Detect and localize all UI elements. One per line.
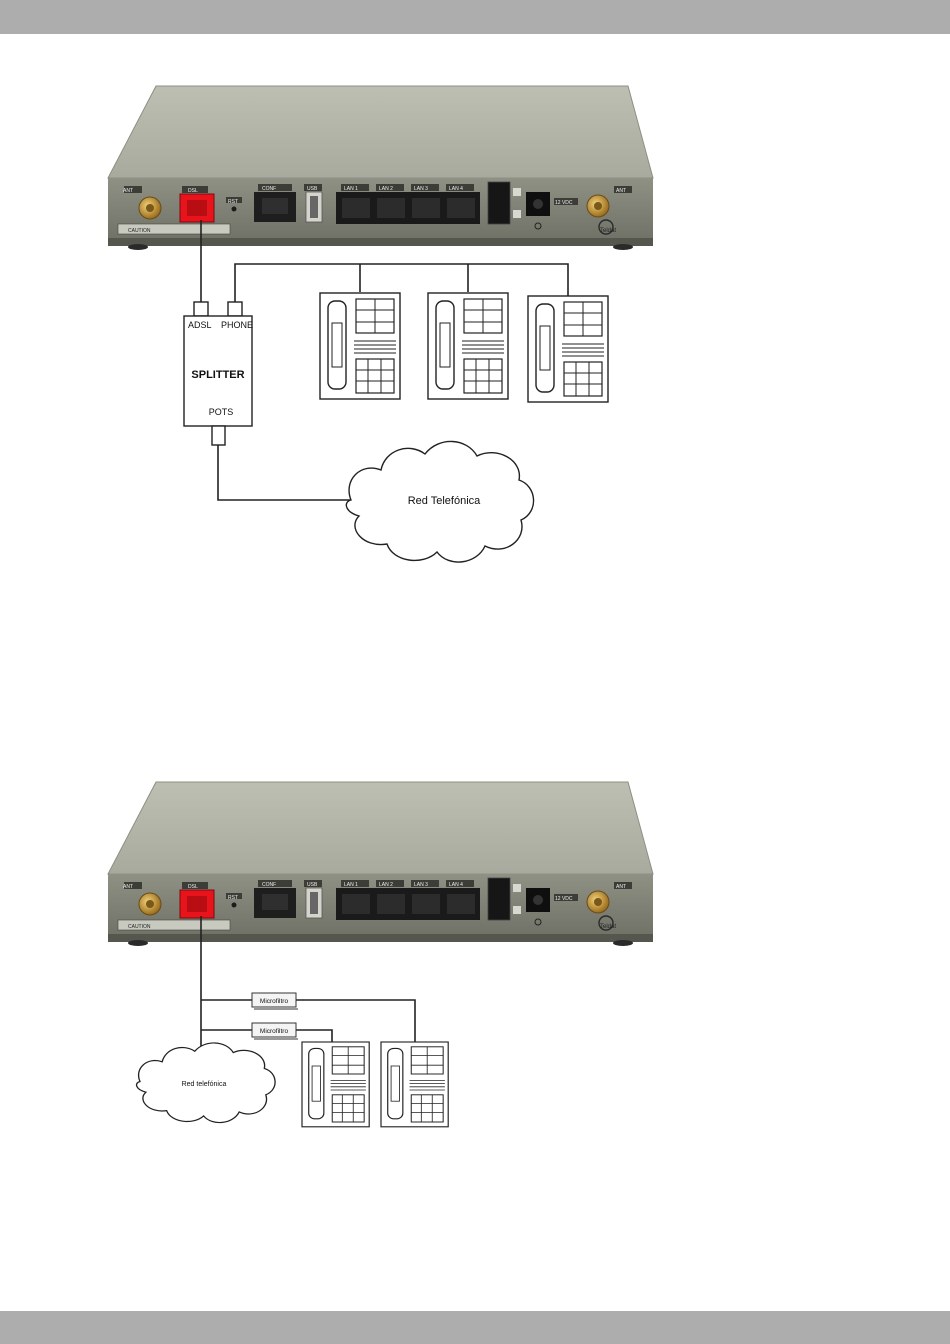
telephone-2 [428, 293, 508, 399]
telephone-4 [302, 1042, 369, 1127]
router-2-dsl-label: DSL [188, 884, 198, 890]
splitter-port-phone: PHONE [221, 320, 253, 330]
microfilter-2-label: Microfiltro [260, 1028, 289, 1035]
splitter-title: SPLITTER [191, 369, 244, 381]
router-2-ant-left-label: ANT [123, 884, 133, 890]
cloud-1-label: Red Telefónica [408, 495, 481, 507]
router-1-lan3-label: LAN 3 [414, 186, 428, 192]
router-2-conf-label: CONF [262, 882, 276, 888]
telephone-3 [528, 296, 608, 402]
router-2-rst-label: RST [228, 895, 238, 901]
router-2-brand: Teldat [600, 924, 616, 930]
telephone-1 [320, 293, 400, 399]
wire-pots-to-cloud [218, 445, 352, 500]
splitter-port-pots: POTS [209, 407, 234, 417]
router-2-lan4-label: LAN 4 [449, 882, 463, 888]
router-1-caution-label: CAUTION [128, 228, 151, 234]
router-1-ant-right-label: ANT [616, 188, 626, 194]
router-1-rst-label: RST [228, 199, 238, 205]
wire-microfilter-2-phone [296, 1030, 332, 1042]
router-2-lan2-label: LAN 2 [379, 882, 393, 888]
router-1-usb-label: USB [307, 186, 318, 192]
router-1-dsl-label: DSL [188, 188, 198, 194]
router-2-ant-right-label: ANT [616, 884, 626, 890]
router-2-power-label: 12 VDC [555, 896, 573, 902]
cloud-2-label: Red telefónica [182, 1081, 227, 1088]
router-2-usb-label: USB [307, 882, 318, 888]
microfilter-1-label: Microfiltro [260, 998, 289, 1005]
splitter-port-adsl: ADSL [188, 320, 212, 330]
router-1-brand: Teldat [600, 228, 616, 234]
router-1-lan2-label: LAN 2 [379, 186, 393, 192]
router-2-caution-label: CAUTION [128, 924, 151, 930]
router-rear-1: ANT DSL RST CONF USB LAN 1 LAN 2 LAN 3 L… [108, 86, 653, 250]
router-2-lan3-label: LAN 3 [414, 882, 428, 888]
router-2-lan1-label: LAN 1 [344, 882, 358, 888]
router-1-lan4-label: LAN 4 [449, 186, 463, 192]
router-1-conf-label: CONF [262, 186, 276, 192]
wire-phone-bus [235, 264, 568, 302]
router-1-power-label: 12 VDC [555, 200, 573, 206]
router-1-lan1-label: LAN 1 [344, 186, 358, 192]
router-rear-2: ANT DSL RST CONF USB LAN 1 LAN 2 LAN 3 L… [108, 782, 653, 946]
wire-microfilter-1-phone [296, 1000, 415, 1042]
telephone-5 [381, 1042, 448, 1127]
router-1-ant-left-label: ANT [123, 188, 133, 194]
